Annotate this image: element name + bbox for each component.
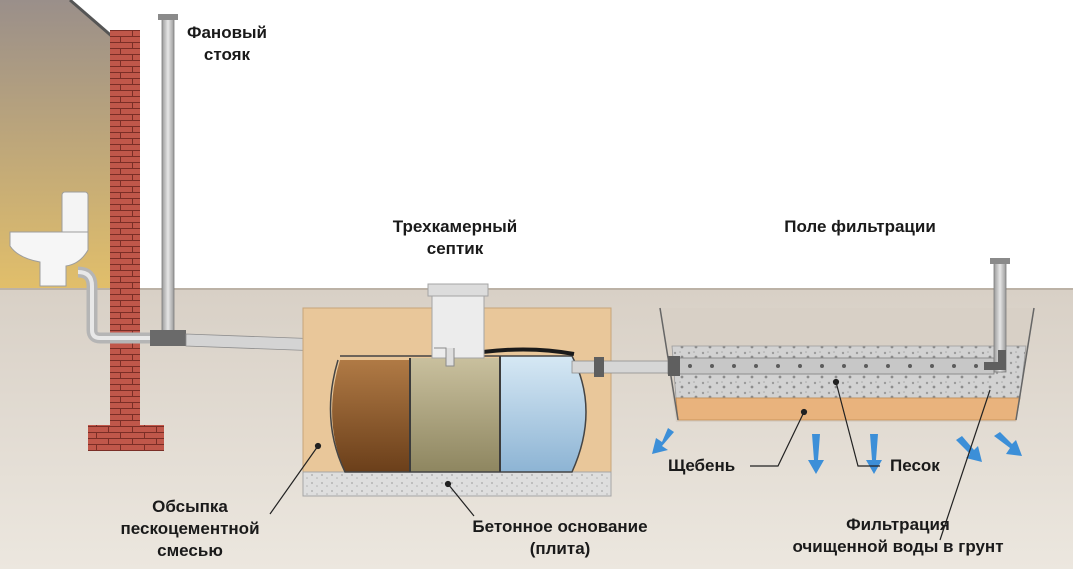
vent-stack-label-line-1: Фановый <box>186 23 268 42</box>
filter-field-label: Поле фильтрации <box>784 217 936 236</box>
water-arrow-icon <box>866 434 882 474</box>
septic-tank-label-line-1: Трехкамерный <box>392 217 518 236</box>
vent-stack-label-line-2: стояк <box>203 45 251 64</box>
backfill-label-line-3: смесью <box>157 541 223 560</box>
water-arrow-icon <box>808 434 824 474</box>
gravel-layer <box>675 397 1021 421</box>
filtration-label-line-2: очищенной воды в грунт <box>792 537 1004 556</box>
vent-stack-pipe <box>150 14 186 346</box>
water-arrows <box>652 428 1022 474</box>
filtration-field <box>659 258 1035 422</box>
filtration-label: Фильтрация очищенной воды в грунт <box>770 514 1026 558</box>
toilet-icon <box>9 191 89 287</box>
inspection-neck <box>427 283 489 367</box>
backfill-label-line-2: пескоцементной <box>120 519 260 538</box>
backfill-label: Обсыпка пескоцементной смесью <box>100 496 280 562</box>
water-arrow-icon <box>652 428 674 454</box>
backfill-label-line-1: Обсыпка <box>152 497 228 516</box>
septic-tank-label: Трехкамерный септик <box>370 216 540 260</box>
tank-chamber-2 <box>410 358 500 472</box>
water-arrow-icon <box>956 436 982 462</box>
vent-stack-label: Фановый стояк <box>172 22 282 66</box>
concrete-base-label: Бетонное основание (плита) <box>440 516 680 560</box>
gravel-label: Щебень <box>668 456 736 475</box>
concrete-base-label-line-1: Бетонное основание <box>472 517 648 536</box>
concrete-base-label-line-2: (плита) <box>529 539 591 558</box>
septic-tank <box>329 347 587 473</box>
sand-label: Песок <box>890 456 940 475</box>
brick-wall <box>88 30 164 451</box>
tank-chamber-3 <box>500 356 586 472</box>
filtration-label-line-1: Фильтрация <box>846 515 950 534</box>
leader-lines <box>269 378 991 541</box>
water-arrow-icon <box>994 432 1022 456</box>
tank-chamber-1 <box>332 360 410 472</box>
septic-tank-label-line-2: септик <box>426 239 484 258</box>
outlet-pipe <box>571 360 673 374</box>
pipe-perforations <box>688 364 978 368</box>
perforated-pipe <box>667 357 995 375</box>
concrete-base-slab <box>302 471 612 497</box>
